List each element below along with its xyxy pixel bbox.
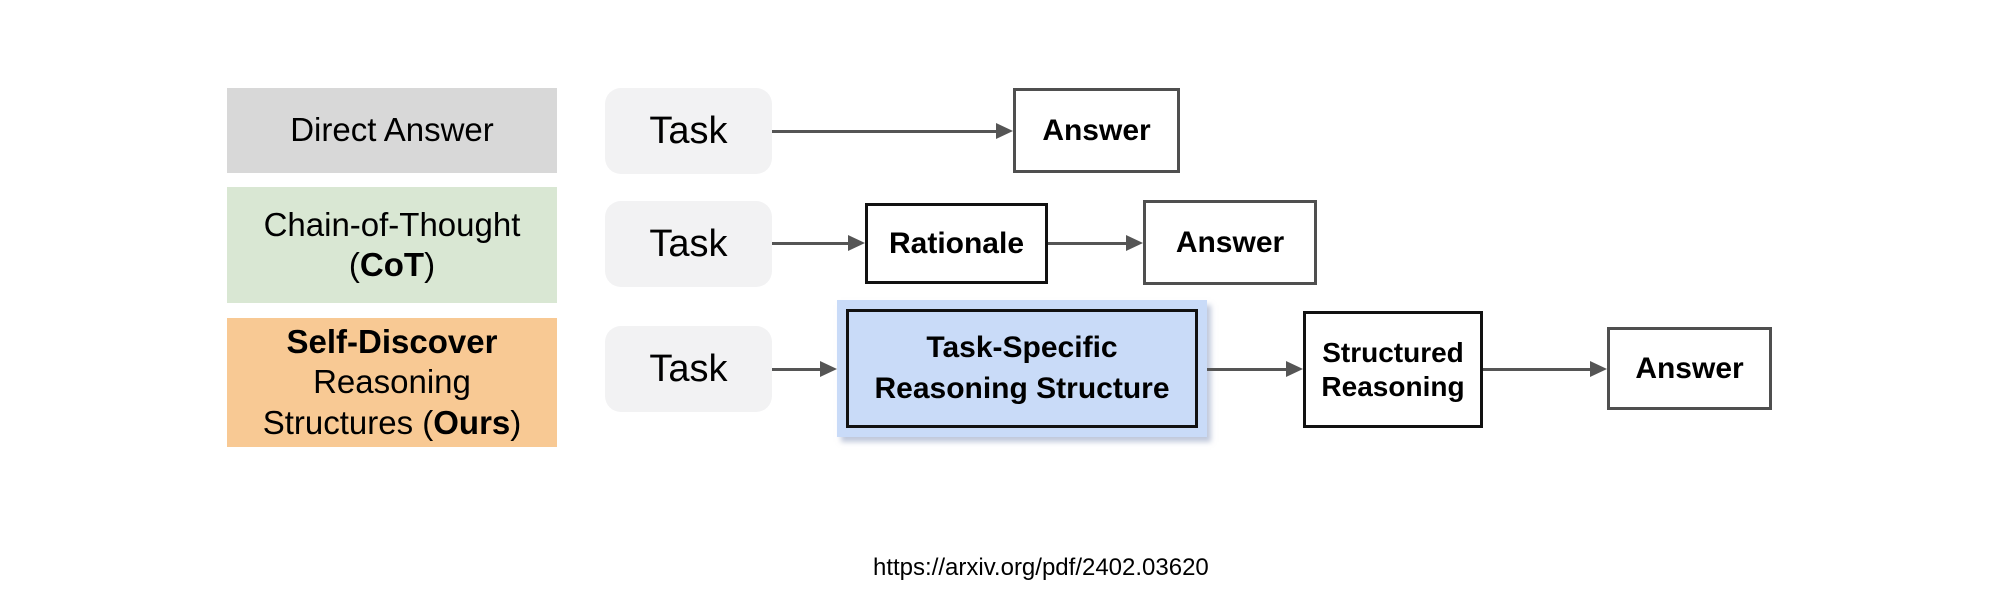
ours-line1: Self-Discover	[286, 323, 498, 361]
task-node-cot-text: Task	[649, 222, 728, 265]
rationale-node: Rationale	[865, 203, 1048, 284]
answer-node-cot: Answer	[1143, 200, 1317, 285]
method-label-cot: Chain-of-Thought (CoT)	[227, 187, 557, 303]
method-label-direct-answer: Direct Answer	[227, 88, 557, 173]
answer-node-direct-text: Answer	[1042, 113, 1151, 147]
arxiv-url-text: https://arxiv.org/pdf/2402.03620	[873, 554, 1209, 581]
rationale-node-text: Rationale	[888, 226, 1025, 260]
structured-reasoning-node: Structured Reasoning	[1303, 311, 1483, 428]
ours-line2: Reasoning	[313, 363, 471, 401]
cot-paren-close: )	[424, 246, 436, 283]
answer-node-ours: Answer	[1607, 327, 1772, 410]
method-label-self-discover: Self-Discover Reasoning Structures (Ours…	[227, 318, 557, 447]
ours-line3-pre: Structures (	[262, 403, 434, 441]
answer-node-cot-text: Answer	[1175, 225, 1285, 259]
answer-node-direct: Answer	[1013, 88, 1180, 173]
arrow-structured-reasoning-to-answer	[1483, 361, 1607, 377]
method-label-self-discover-text: Self-Discover Reasoning Structures (Ours…	[263, 322, 522, 443]
arrow-task-to-answer-direct	[772, 123, 1013, 139]
arrow-task-to-structure	[772, 361, 837, 377]
cot-acronym: CoT	[359, 246, 425, 283]
cot-paren-open: (	[348, 246, 360, 283]
task-node-direct: Task	[605, 88, 772, 174]
task-node-ours-text: Task	[649, 347, 728, 390]
task-node-cot: Task	[605, 201, 772, 287]
reasoning-structure-node: Task-Specific Reasoning Structure	[837, 300, 1207, 437]
ours-line3-post: )	[510, 403, 522, 441]
method-label-cot-text: Chain-of-Thought (CoT)	[264, 205, 521, 286]
task-node-direct-text: Task	[649, 109, 728, 152]
reasoning-structure-text: Task-Specific Reasoning Structure	[874, 331, 1170, 405]
method-label-direct-text: Direct Answer	[290, 111, 494, 149]
structured-reasoning-text: Structured Reasoning	[1321, 337, 1465, 402]
arrow-structure-to-structured-reasoning	[1207, 361, 1303, 377]
ours-line3-bold: Ours	[433, 403, 511, 441]
cot-line1: Chain-of-Thought	[263, 205, 521, 243]
answer-node-ours-text: Answer	[1635, 351, 1744, 385]
arrow-rationale-to-answer	[1048, 235, 1143, 251]
task-node-ours: Task	[605, 326, 772, 412]
arrow-task-to-rationale	[772, 235, 865, 251]
